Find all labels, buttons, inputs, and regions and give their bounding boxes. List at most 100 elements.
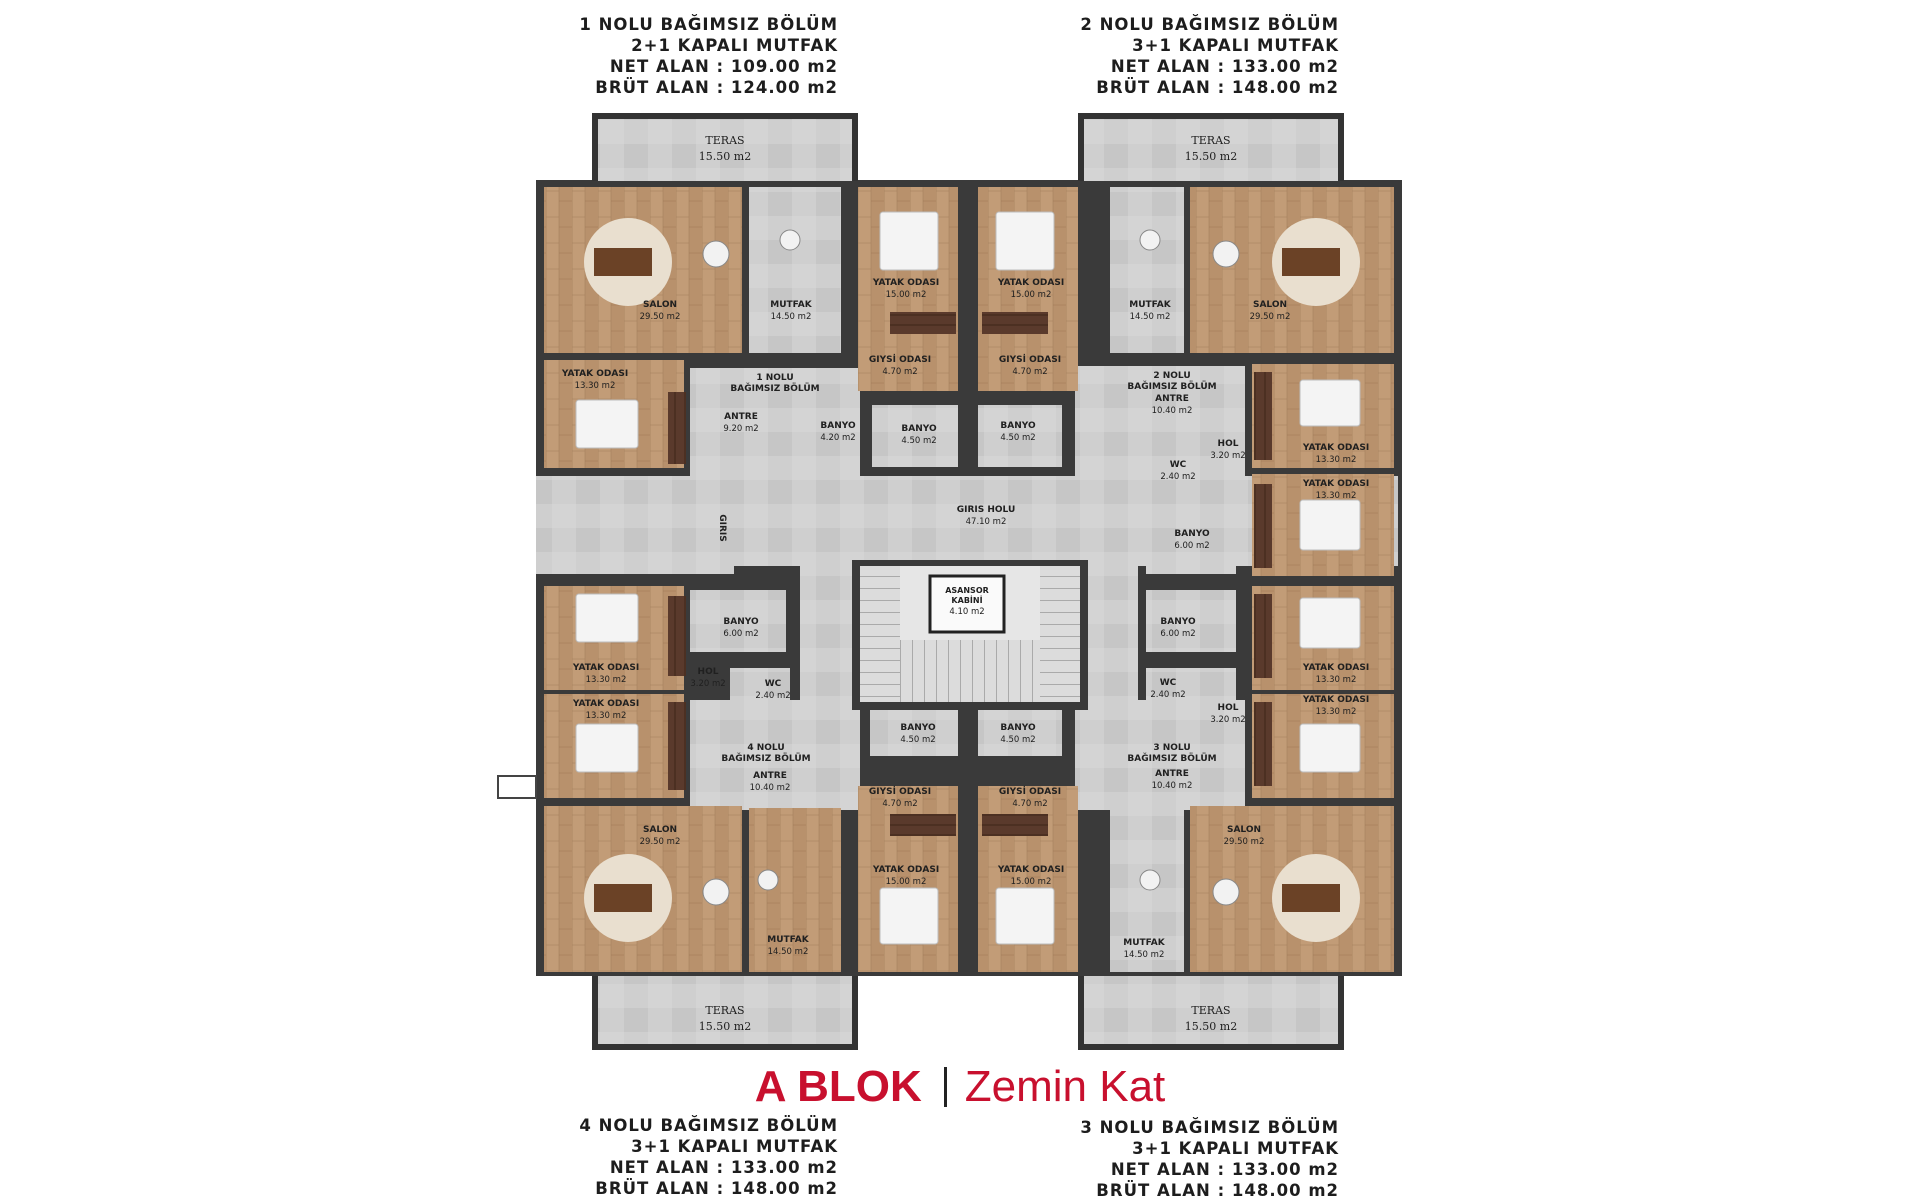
- wardrobe: [668, 702, 686, 790]
- u2-wc: [1146, 427, 1236, 483]
- room-area: 2.40 m2: [755, 691, 790, 701]
- room-area: 4.70 m2: [1012, 367, 1047, 377]
- room-name: YATAK ODASI: [997, 865, 1064, 875]
- room-name: ANTRE: [724, 412, 758, 422]
- wardrobe: [982, 814, 1048, 836]
- room-area: 4.50 m2: [1000, 433, 1035, 443]
- stair-flight-left: [860, 566, 900, 702]
- wardrobe: [890, 814, 956, 836]
- room-name: BANYO: [900, 723, 936, 733]
- room-name: WC: [1160, 678, 1177, 688]
- title-separator: [943, 1067, 947, 1107]
- room-area: 2.40 m2: [1150, 690, 1185, 700]
- room-name: ANTRE: [753, 771, 787, 781]
- room-name: BANYO: [1000, 421, 1036, 431]
- room-name: SALON: [643, 825, 677, 835]
- unit-label: 2 NOLU: [1153, 371, 1190, 381]
- room-area: 13.30 m2: [1316, 491, 1357, 501]
- unit-3-type: 3+1 KAPALI MUTFAK: [1132, 1139, 1339, 1158]
- bed: [995, 887, 1055, 945]
- common-labels: GIRIS HOLU 47.10 m2 GIRIS ASANSOR KABİNİ…: [717, 505, 1015, 617]
- room-name: ANTRE: [1155, 769, 1189, 779]
- wardrobe: [668, 596, 686, 676]
- unit-label: BAĞIMSIZ BÖLÜM: [1127, 380, 1216, 392]
- room-name: ANTRE: [1155, 394, 1189, 404]
- unit-label: BAĞIMSIZ BÖLÜM: [1127, 752, 1216, 764]
- room-area: 10.40 m2: [1152, 406, 1193, 416]
- kitchen-table: [779, 229, 801, 251]
- dining-table: [1212, 878, 1240, 906]
- unit-4-gross-area: BRÜT ALAN : 148.00 m2: [595, 1179, 838, 1198]
- coffee-table: [1282, 884, 1340, 912]
- room-area: 29.50 m2: [640, 837, 681, 847]
- bed: [1299, 723, 1361, 773]
- u3-banyo-6: [1146, 590, 1236, 652]
- unit-2-gross-area: BRÜT ALAN : 148.00 m2: [1096, 78, 1339, 97]
- antre-4-area: [690, 700, 860, 810]
- room-name: YATAK ODASI: [997, 278, 1064, 288]
- room-name: YATAK ODASI: [872, 278, 939, 288]
- room-area: 13.30 m2: [575, 381, 616, 391]
- room-area: 13.30 m2: [1316, 675, 1357, 685]
- unit-1-labels: SALON 29.50 m2 MUTFAK 14.50 m2 YATAK ODA…: [561, 278, 939, 446]
- room-area: 14.50 m2: [771, 312, 812, 322]
- terrace-1: [598, 119, 852, 181]
- room-area: 29.50 m2: [1224, 837, 1265, 847]
- room-area: 13.30 m2: [1316, 455, 1357, 465]
- unit-4-info: 4 NOLU BAĞIMSIZ BÖLÜM 3+1 KAPALI MUTFAK …: [579, 1115, 838, 1199]
- terrace-name: TERAS: [1191, 134, 1230, 147]
- unit-3-net-area: NET ALAN : 133.00 m2: [1110, 1160, 1339, 1179]
- wardrobe: [890, 312, 956, 334]
- unit-2-labels: SALON 29.50 m2 MUTFAK 14.50 m2 YATAK ODA…: [997, 278, 1369, 551]
- room-name: SALON: [1253, 300, 1287, 310]
- room-area: 4.50 m2: [901, 436, 936, 446]
- room-area: 15.00 m2: [1011, 877, 1052, 887]
- room-area: 4.70 m2: [882, 367, 917, 377]
- room-area: 4.70 m2: [882, 799, 917, 809]
- terrace-name: TERAS: [1191, 1004, 1230, 1017]
- u2-mutfak: [1110, 187, 1184, 353]
- room-area: 2.40 m2: [1160, 472, 1195, 482]
- room-area: 3.20 m2: [1210, 451, 1245, 461]
- unit-1-type: 2+1 KAPALI MUTFAK: [631, 36, 838, 55]
- unit-2-info: 2 NOLU BAĞIMSIZ BÖLÜM 3+1 KAPALI MUTFAK …: [1080, 14, 1339, 98]
- room-area: 4.20 m2: [820, 433, 855, 443]
- unit-3-labels: BANYO 6.00 m2 WC 2.40 m2 HOL 3.20 m2 YAT…: [997, 617, 1369, 960]
- entrance-area: [536, 476, 734, 574]
- unit-label: BAĞIMSIZ BÖLÜM: [721, 752, 810, 764]
- u1-banyo-b: [872, 405, 958, 467]
- giris-label: GIRIS: [717, 514, 727, 542]
- bed: [575, 723, 639, 773]
- terrace-area: 15.50 m2: [699, 1020, 751, 1033]
- room-area: 3.20 m2: [690, 679, 725, 689]
- elevator-area: 4.10 m2: [949, 607, 984, 617]
- room-name: MUTFAK: [1123, 938, 1165, 948]
- room-name: WC: [1170, 460, 1187, 470]
- plan-title: A BLOK Zemin Kat: [0, 1062, 1920, 1112]
- terrace-3: [1084, 976, 1338, 1044]
- u2-banyo: [978, 405, 1062, 467]
- terrace-name: TERAS: [705, 1004, 744, 1017]
- room-name: BANYO: [820, 421, 856, 431]
- stair-flight-right: [1040, 566, 1080, 702]
- room-area: 14.50 m2: [768, 947, 809, 957]
- unit-1-title: 1 NOLU BAĞIMSIZ BÖLÜM: [579, 15, 838, 34]
- wardrobe: [1254, 484, 1272, 568]
- bed: [575, 399, 639, 449]
- unit-3-info: 3 NOLU BAĞIMSIZ BÖLÜM 3+1 KAPALI MUTFAK …: [1080, 1117, 1339, 1201]
- room-name: YATAK ODASI: [1302, 695, 1369, 705]
- room-area: 6.00 m2: [1174, 541, 1209, 551]
- room-area: 4.50 m2: [1000, 735, 1035, 745]
- terrace-labels: TERAS 15.50 m2 TERAS 15.50 m2 TERAS 15.5…: [699, 134, 1237, 1033]
- stair-landing: [900, 640, 1040, 702]
- bed: [995, 211, 1055, 271]
- block-name: A BLOK: [754, 1062, 922, 1111]
- floor-name: Zemin Kat: [964, 1062, 1166, 1111]
- bed: [575, 593, 639, 643]
- coffee-table: [594, 884, 652, 912]
- unit-1-info: 1 NOLU BAĞIMSIZ BÖLÜM 2+1 KAPALI MUTFAK …: [579, 14, 838, 98]
- room-name: GIYSİ ODASI: [999, 786, 1061, 797]
- unit-3-gross-area: BRÜT ALAN : 148.00 m2: [1096, 1181, 1339, 1200]
- dining-table: [702, 240, 730, 268]
